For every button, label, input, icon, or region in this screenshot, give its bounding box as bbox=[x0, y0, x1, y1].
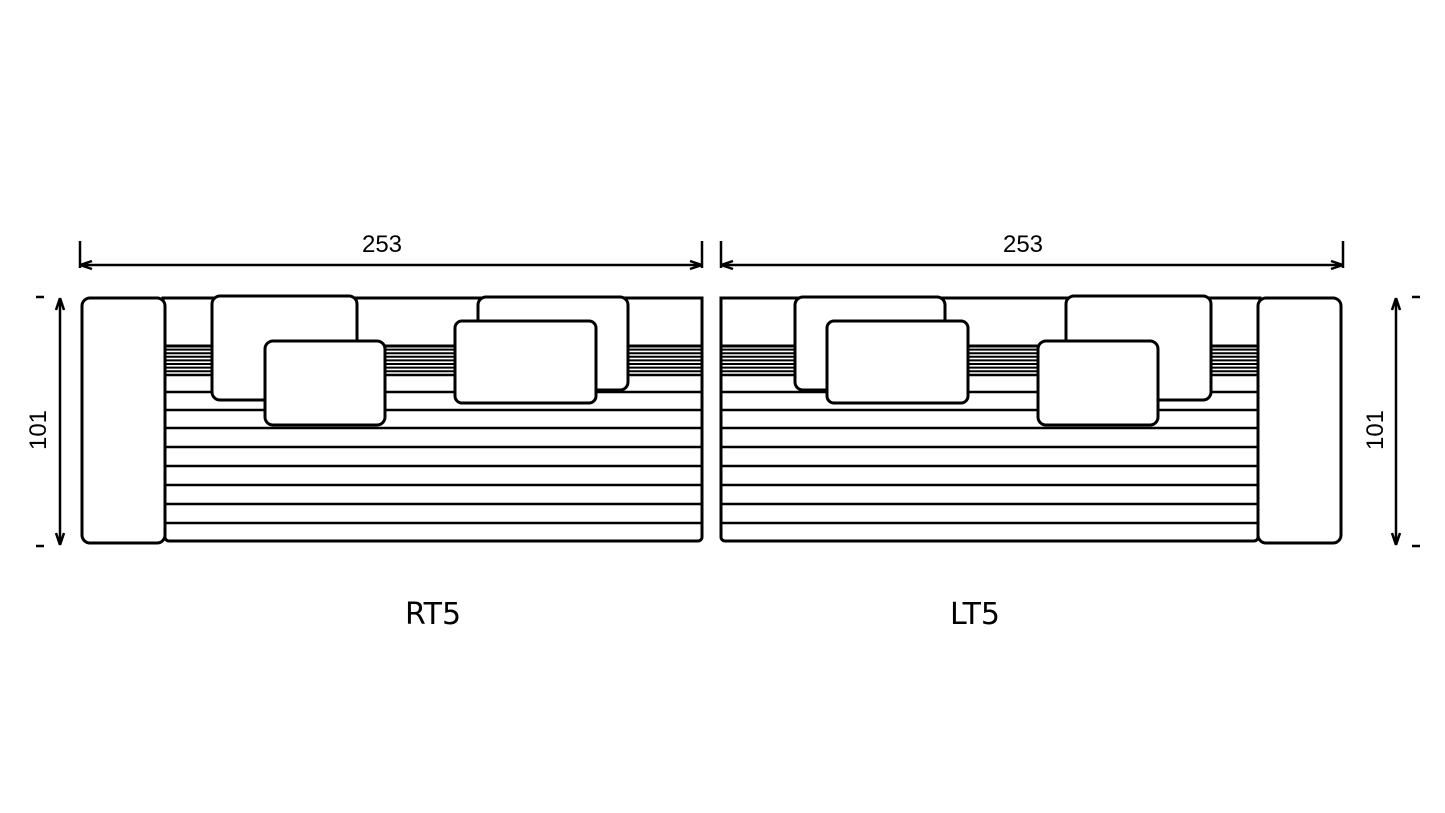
width-dimension-lt5: 253 bbox=[719, 231, 1345, 271]
throw-pillow bbox=[825, 319, 970, 405]
armrest bbox=[80, 296, 167, 545]
throw-pillow bbox=[1036, 339, 1160, 427]
throw-pillow bbox=[263, 339, 387, 427]
width-value: 253 bbox=[362, 231, 402, 258]
throw-pillow bbox=[453, 319, 598, 405]
width-dimension-rt5: 253 bbox=[78, 231, 704, 271]
depth-value: 101 bbox=[1362, 410, 1389, 450]
sofa-module-rt5 bbox=[80, 294, 704, 545]
width-value: 253 bbox=[1003, 231, 1043, 258]
depth-dimension-rt5: 101 bbox=[25, 295, 66, 548]
module-label-rt5: RT5 bbox=[405, 597, 461, 632]
sofa-module-lt5 bbox=[719, 294, 1343, 545]
module-label-lt5: LT5 bbox=[950, 597, 1000, 632]
depth-dimension-lt5: 101 bbox=[1362, 295, 1420, 548]
depth-value: 101 bbox=[25, 410, 52, 450]
armrest bbox=[1256, 296, 1343, 545]
